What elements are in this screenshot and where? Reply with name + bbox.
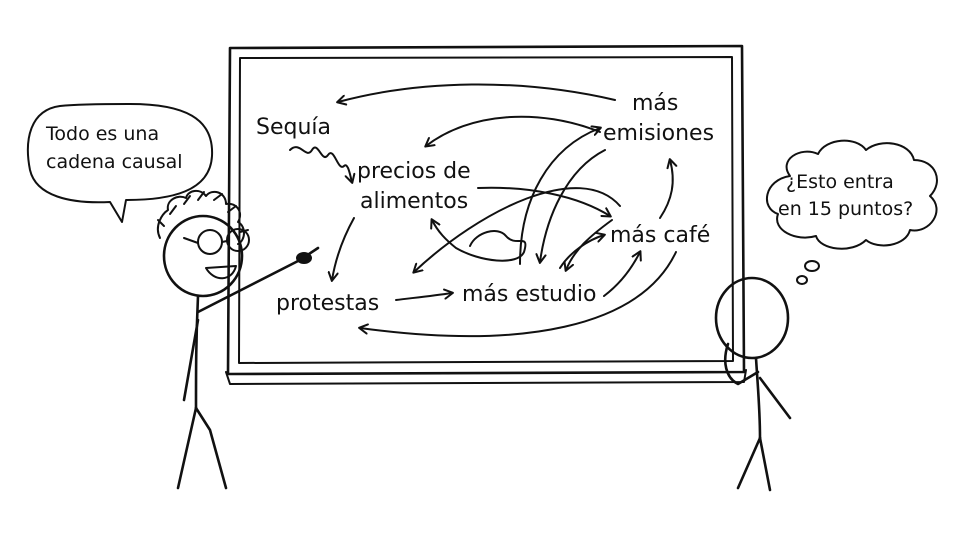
node-protestas: protestas [276, 291, 379, 316]
whiteboard [225, 44, 747, 385]
speech-line2: cadena causal [46, 151, 183, 173]
node-mas-emisiones-line2: emisiones [603, 121, 714, 146]
thinker-figure [714, 276, 792, 492]
speech-line1: Todo es una [45, 123, 159, 145]
node-precios-line1: precios de [357, 159, 471, 184]
arrow-estudio-to-cafe [559, 235, 604, 269]
speech-bubble: Todo es una cadena causal [26, 103, 214, 223]
node-mas-estudio: más estudio [462, 282, 596, 307]
thought-line1: ¿Esto entra [786, 171, 894, 193]
arrow-cafe-to-protestas [360, 251, 677, 338]
professor-figure [156, 190, 320, 490]
arrow-loop-to-precios [432, 220, 527, 262]
thought-bubble: ¿Esto entra en 15 puntos? [766, 139, 938, 285]
arrow-cafe-to-emisiones [659, 160, 673, 219]
node-mas-cafe: más café [610, 223, 710, 248]
arrow-estudio-to-cafe-lower [603, 252, 640, 297]
node-mas-emisiones-line1: más [632, 91, 678, 116]
arrow-cafe-to-estudio [566, 219, 613, 270]
arrow-protestas-to-estudio [395, 293, 452, 301]
causal-arrows [289, 83, 677, 338]
thought-line2: en 15 puntos? [778, 198, 913, 220]
arrow-cafe-to-protestas-2 [414, 187, 621, 272]
arrow-sequia-to-precios [289, 146, 352, 182]
arrow-precios-to-protestas [332, 217, 355, 280]
arrow-emisiones-to-sequia [338, 83, 616, 102]
arrow-emisiones-to-precios [426, 115, 601, 146]
node-precios-line2: alimentos [360, 189, 468, 214]
node-sequia: Sequía [256, 115, 331, 140]
arrow-emisiones-to-estudio [540, 149, 606, 262]
arrow-precios-to-cafe [477, 186, 610, 216]
